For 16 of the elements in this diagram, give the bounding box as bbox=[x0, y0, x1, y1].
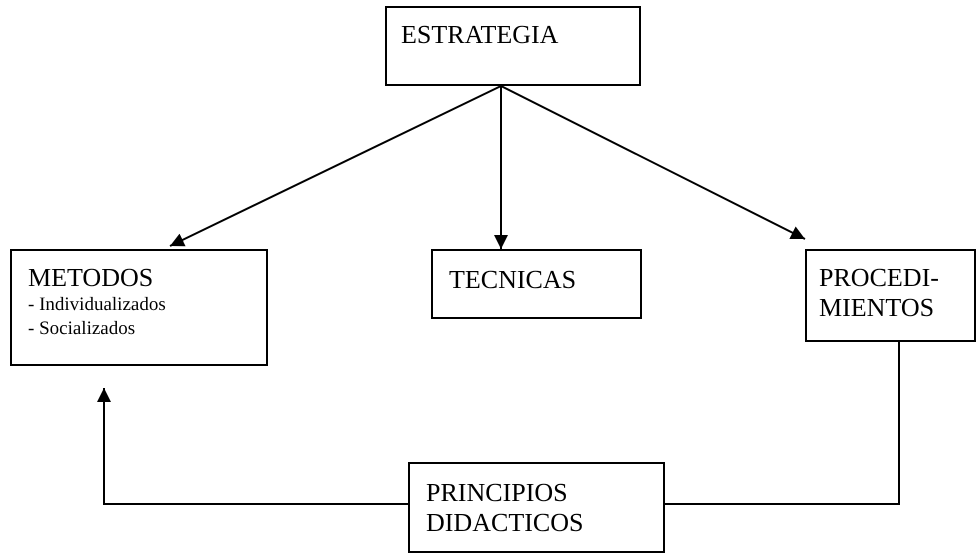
box-title: ESTRATEGIA bbox=[401, 20, 560, 50]
concept-box bbox=[10, 249, 268, 366]
list-item: - Socializados bbox=[28, 317, 136, 341]
arrow bbox=[500, 85, 806, 240]
list-item: - Individualizados bbox=[28, 293, 167, 317]
concept-box bbox=[385, 6, 641, 86]
box-title: PROCEDI- MIENTOS bbox=[819, 263, 940, 323]
box-title: PRINCIPIOS DIDACTICOS bbox=[426, 478, 584, 538]
arrow bbox=[97, 388, 408, 505]
box-title: TECNICAS bbox=[449, 265, 578, 295]
concept-box bbox=[805, 249, 976, 342]
concept-box bbox=[431, 249, 642, 319]
arrow bbox=[170, 85, 502, 247]
arrow bbox=[494, 86, 508, 249]
box-title: METODOS bbox=[28, 263, 154, 293]
concept-box bbox=[408, 462, 665, 553]
